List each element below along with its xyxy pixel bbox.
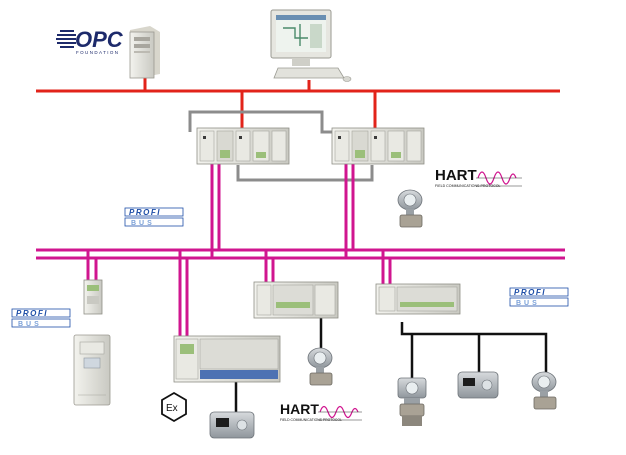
hart-logo-text: HART	[280, 401, 319, 417]
instrument-lines	[234, 318, 548, 412]
globe-icon	[56, 30, 76, 48]
svg-text:PROFI: PROFI	[16, 309, 48, 318]
svg-text:BUS: BUS	[131, 220, 155, 227]
valve-positioner-2	[209, 411, 255, 439]
hart-logo-subtext: FIELD COMMUNICATIONS PROTOCOL	[280, 418, 342, 422]
ethernet-bus	[36, 77, 560, 130]
svg-text:BUS: BUS	[18, 321, 42, 328]
opc-logo-text: OPC	[75, 27, 124, 52]
pressure-transmitter-2	[307, 347, 333, 386]
opc-foundation-logo: OPC FOUNDATION	[56, 27, 124, 55]
profibus-logo-1: PROFI BUS	[124, 207, 184, 227]
remote-io-2	[375, 283, 461, 315]
redundancy-link	[188, 110, 374, 182]
svg-text:PROFI: PROFI	[514, 288, 546, 297]
svg-text:Ex: Ex	[166, 403, 178, 414]
controller-1	[196, 127, 290, 165]
profibus-logo-3: PROFI BUS	[509, 287, 569, 307]
hart-logo-subtext: FIELD COMMUNICATIONS PROTOCOL	[435, 184, 501, 188]
hart-logo-bottom: HART FIELD COMMUNICATIONS PROTOCOL	[280, 401, 362, 422]
remote-io-1	[253, 281, 339, 319]
valve-positioner-1	[457, 371, 499, 399]
profibus-coupler	[83, 279, 103, 315]
hart-wave-icon	[319, 405, 359, 419]
frequency-drive	[73, 334, 111, 406]
profibus-logo-2: PROFI BUS	[11, 308, 71, 328]
svg-text:PROFI: PROFI	[129, 208, 161, 217]
flow-transmitter	[397, 377, 427, 426]
operator-workstation	[270, 9, 352, 82]
profibus-bus	[36, 162, 565, 338]
svg-text:BUS: BUS	[516, 300, 540, 307]
hart-wave-icon	[477, 171, 517, 185]
pressure-transmitter-1	[397, 189, 423, 228]
pressure-transmitter-3	[531, 371, 557, 410]
hart-logo-text: HART	[435, 167, 477, 184]
server-tower	[129, 26, 160, 79]
remote-io-ex	[173, 335, 281, 383]
ex-symbol-icon: Ex	[161, 391, 187, 423]
hart-logo-top: HART FIELD COMMUNICATIONS PROTOCOL	[435, 167, 522, 188]
opc-logo-subtext: FOUNDATION	[76, 50, 119, 55]
controller-2	[331, 127, 425, 165]
